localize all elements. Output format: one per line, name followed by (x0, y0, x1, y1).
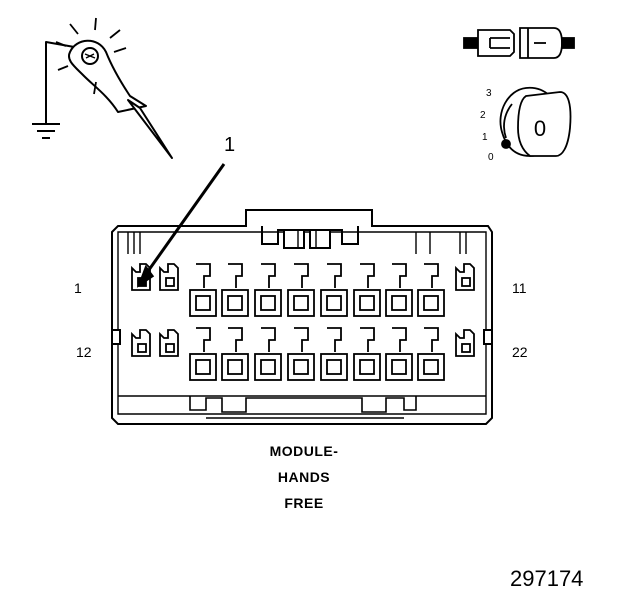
callout-number: 1 (224, 134, 236, 156)
svg-text:3: 3 (486, 88, 492, 99)
cavity-16 (254, 327, 282, 381)
module-label-line-2: HANDS (277, 469, 331, 485)
cavity-4 (221, 263, 249, 317)
cavity-12 (131, 329, 151, 357)
cavity-21 (417, 327, 445, 381)
cavity-13 (159, 329, 179, 357)
module-label-line-1: MODULE- (269, 443, 339, 459)
cavity-20 (385, 327, 413, 381)
cavity-22 (455, 329, 475, 357)
key-label: 0 (534, 116, 546, 141)
cavity-8 (353, 263, 381, 317)
cavity-11 (455, 263, 475, 291)
cavity-5 (254, 263, 282, 317)
pin-label-bottom-left: 12 (76, 344, 92, 360)
disconnected-connector-icon (463, 27, 575, 59)
cavity-3 (189, 263, 217, 317)
pin-label-top-left: 1 (74, 280, 82, 296)
svg-text:1: 1 (482, 132, 488, 143)
cavity-14 (189, 327, 217, 381)
pin-label-bottom-right: 22 (512, 344, 528, 360)
svg-text:2: 2 (480, 110, 486, 121)
module-label-line-3: FREE (284, 495, 324, 511)
ignition-key-icon (499, 87, 572, 157)
cavity-9 (385, 263, 413, 317)
cavity-7 (320, 263, 348, 317)
ground-symbol-icon (32, 123, 60, 139)
cavity-19 (353, 327, 381, 381)
cavity-2 (159, 263, 179, 291)
test-light-probe-icon (45, 17, 173, 159)
cavity-18 (320, 327, 348, 381)
callout-leader-line (136, 163, 226, 288)
terminal-row-bottom (131, 327, 475, 381)
ignition-position-labels: 3 2 1 0 (480, 88, 494, 163)
cavity-6 (287, 263, 315, 317)
pin-label-top-right: 11 (512, 280, 527, 296)
svg-text:0: 0 (488, 152, 494, 163)
cavity-10 (417, 263, 445, 317)
figure-number: 297174 (510, 566, 584, 591)
cavity-15 (221, 327, 249, 381)
cavity-17 (287, 327, 315, 381)
